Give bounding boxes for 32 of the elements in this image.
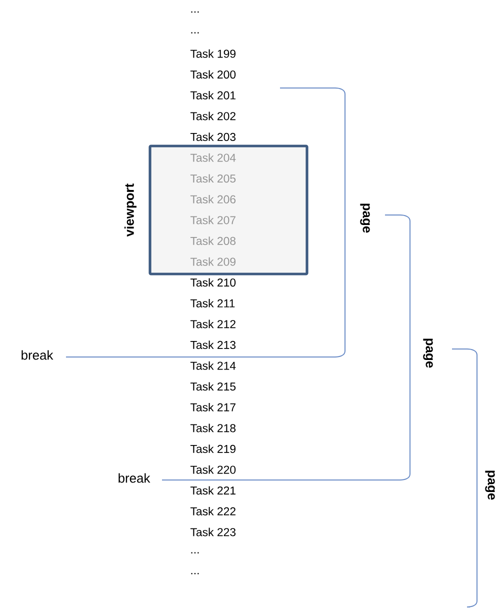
task-label: Task 205 bbox=[190, 174, 236, 183]
task-label: Task 213 bbox=[190, 340, 236, 349]
task-label: Task 201 bbox=[190, 91, 236, 100]
task-label: Task 206 bbox=[190, 195, 236, 204]
task-label: Task 208 bbox=[190, 236, 236, 245]
task-label: Task 207 bbox=[190, 216, 236, 224]
page-label: page bbox=[485, 470, 495, 500]
task-label: Task 214 bbox=[190, 361, 236, 370]
task-label: ... bbox=[191, 32, 199, 34]
task-label: Task 215 bbox=[190, 382, 236, 391]
task-label: Task 211 bbox=[190, 299, 235, 308]
task-label: Task 204 bbox=[190, 153, 236, 162]
page-label: page bbox=[360, 204, 370, 233]
task-label: Task 220 bbox=[190, 465, 236, 474]
task-label: ... bbox=[191, 552, 199, 554]
page-label: page bbox=[423, 338, 433, 368]
task-label: Task 219 bbox=[190, 444, 236, 453]
task-label: Task 223 bbox=[190, 528, 236, 536]
task-label: Task 222 bbox=[190, 507, 236, 516]
task-label: Task 199 bbox=[190, 49, 236, 58]
task-label: Task 209 bbox=[190, 257, 236, 266]
task-label: Task 212 bbox=[190, 320, 236, 328]
task-label: ... bbox=[191, 573, 199, 574]
task-label: ... bbox=[191, 11, 199, 13]
task-label: Task 217 bbox=[190, 403, 236, 412]
task-label: Task 221 bbox=[190, 486, 236, 495]
break-label: break bbox=[22, 350, 54, 360]
task-label: Task 218 bbox=[190, 424, 236, 432]
break-label: break bbox=[118, 473, 150, 483]
task-label: Task 200 bbox=[190, 70, 236, 79]
node-label: viewport bbox=[124, 184, 136, 237]
task-label: Task 202 bbox=[190, 112, 236, 120]
